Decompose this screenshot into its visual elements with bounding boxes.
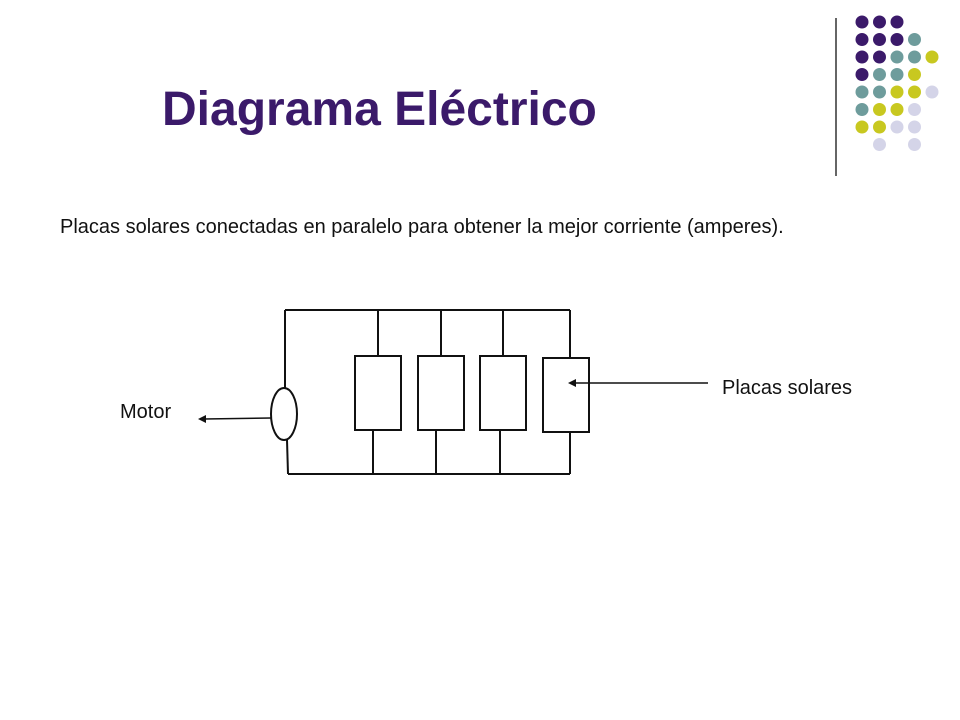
solar-panel-4 (542, 357, 590, 433)
decorative-dot (908, 85, 921, 99)
decorative-dot (890, 103, 904, 116)
solar-panels-label: Placas solares (722, 377, 853, 399)
decorative-dot (873, 138, 886, 151)
decorative-dot (908, 103, 921, 116)
motor-symbol (270, 387, 298, 441)
decorative-dot (908, 120, 921, 134)
slide-subtitle: Placas solares conectadas en paralelo pa… (60, 216, 784, 238)
decorative-dot (908, 138, 921, 151)
solar-panel-2 (417, 355, 465, 431)
decorative-dot (873, 50, 886, 64)
decorative-dot (873, 33, 886, 46)
decorative-dot (855, 68, 869, 81)
decorative-dot (855, 103, 869, 116)
decorative-dot (908, 68, 921, 81)
decorative-dot (873, 85, 886, 99)
motor-arrow-line (203, 417, 272, 420)
decorative-dot (908, 50, 921, 64)
solar-panel-1 (354, 355, 402, 431)
decorative-dot (890, 15, 904, 29)
decorative-dot (873, 15, 886, 29)
decorative-dot (855, 85, 869, 99)
decorative-dot (873, 103, 886, 116)
decorative-dot (855, 33, 869, 46)
motor-bottom-wire (286, 439, 289, 475)
decorative-dot (890, 50, 904, 64)
page-title: Diagrama Eléctrico (162, 83, 597, 136)
decorative-dot (855, 50, 869, 64)
decorative-dot (873, 120, 886, 134)
decorative-dot (890, 85, 904, 99)
motor-arrow-head (198, 415, 206, 423)
decorative-dot (855, 15, 869, 29)
decorative-dot (908, 33, 921, 46)
decorative-dot (855, 120, 869, 134)
decorative-dot (925, 85, 939, 99)
decorative-dot (873, 68, 886, 81)
decorative-dot (890, 68, 904, 81)
solar-panel-3 (479, 355, 527, 431)
panels-arrow-head (568, 379, 576, 387)
decorative-dot (890, 120, 904, 134)
decorative-dot (890, 33, 904, 46)
decorative-dot (925, 50, 939, 64)
motor-label: Motor (120, 401, 172, 423)
